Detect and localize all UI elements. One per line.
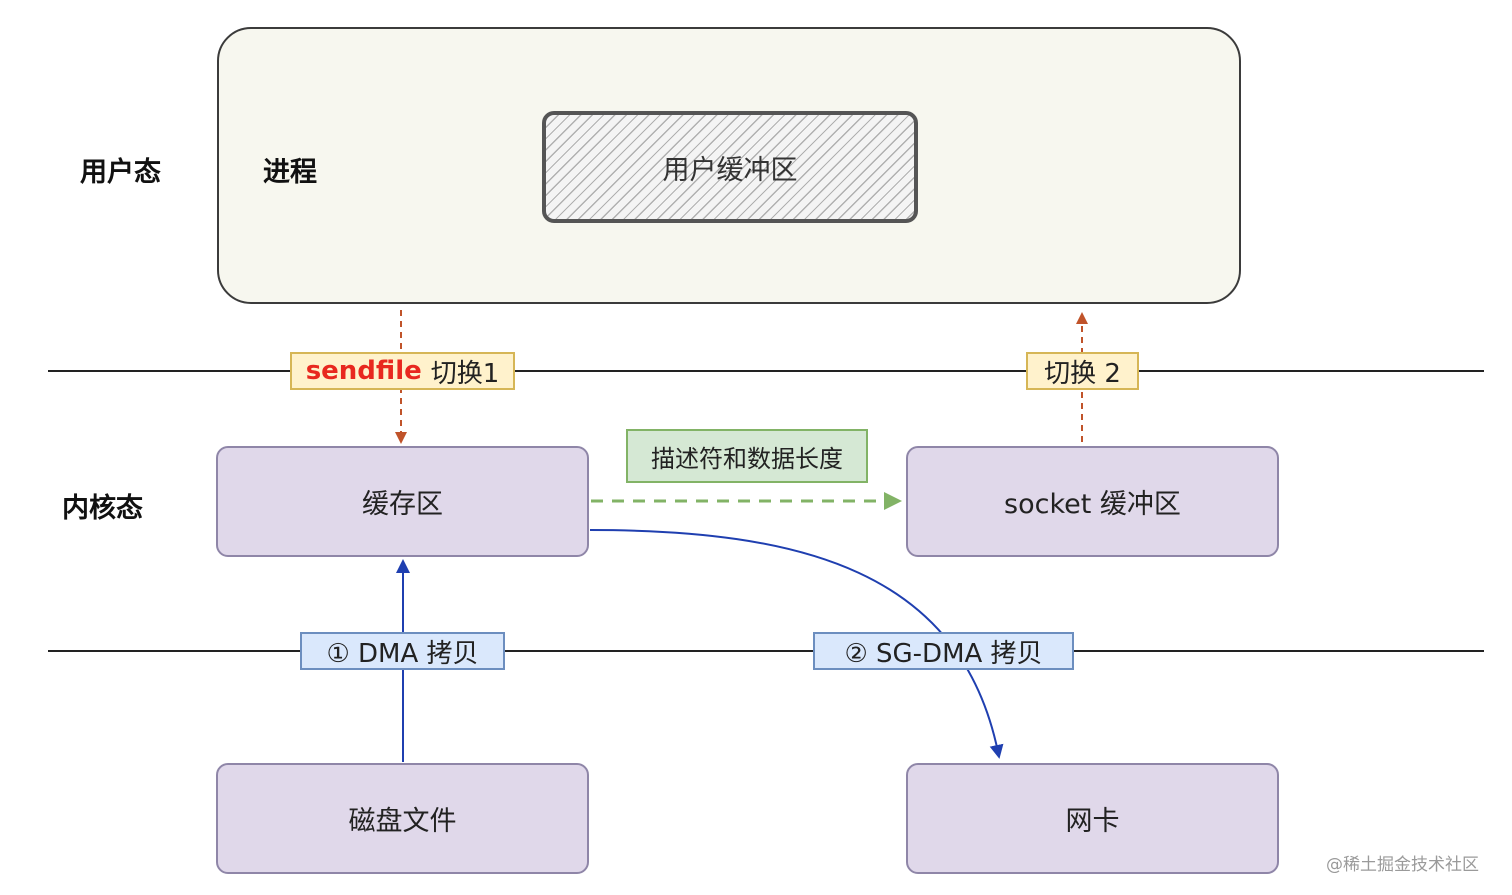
sg-dma-copy-label: ② SG-DMA 拷贝: [844, 638, 1043, 669]
kernel-mode-label: 内核态: [62, 493, 143, 524]
disk-file-box: 磁盘文件: [216, 763, 589, 874]
cache-buffer-label: 缓存区: [362, 489, 443, 520]
user-kernel-boundary-line: [48, 370, 1484, 372]
socket-buffer-box: socket 缓冲区: [906, 446, 1279, 557]
kernel-hardware-boundary-line: [48, 650, 1484, 652]
sg-dma-copy-arrow: [589, 529, 1004, 759]
socket-buffer-label: socket 缓冲区: [1004, 489, 1181, 520]
dma-copy-tag: ① DMA 拷贝: [300, 632, 505, 670]
process-label: 进程: [263, 157, 317, 188]
dma-copy-label: ① DMA 拷贝: [326, 638, 479, 669]
sendfile-keyword: sendfile: [305, 356, 422, 386]
watermark-text: @稀土掘金技术社区: [1326, 855, 1479, 875]
sg-dma-copy-tag: ② SG-DMA 拷贝: [813, 632, 1074, 670]
descriptor-label: 描述符和数据长度: [651, 444, 843, 473]
disk-file-label: 磁盘文件: [348, 806, 457, 837]
switch1-label: 切换1: [430, 358, 500, 389]
nic-label: 网卡: [1065, 806, 1120, 837]
switch2-tag: 切换 2: [1026, 352, 1139, 390]
user-buffer-label: 用户缓冲区: [662, 154, 798, 186]
descriptor-tag: 描述符和数据长度: [626, 429, 868, 483]
sendfile-switch-tag: sendfile 切换1: [290, 352, 515, 390]
nic-box: 网卡: [906, 763, 1279, 874]
switch2-label: 切换 2: [1044, 358, 1121, 389]
cache-buffer-box: 缓存区: [216, 446, 589, 557]
user-mode-label: 用户态: [80, 157, 161, 188]
user-buffer-box: 用户缓冲区: [542, 111, 918, 223]
